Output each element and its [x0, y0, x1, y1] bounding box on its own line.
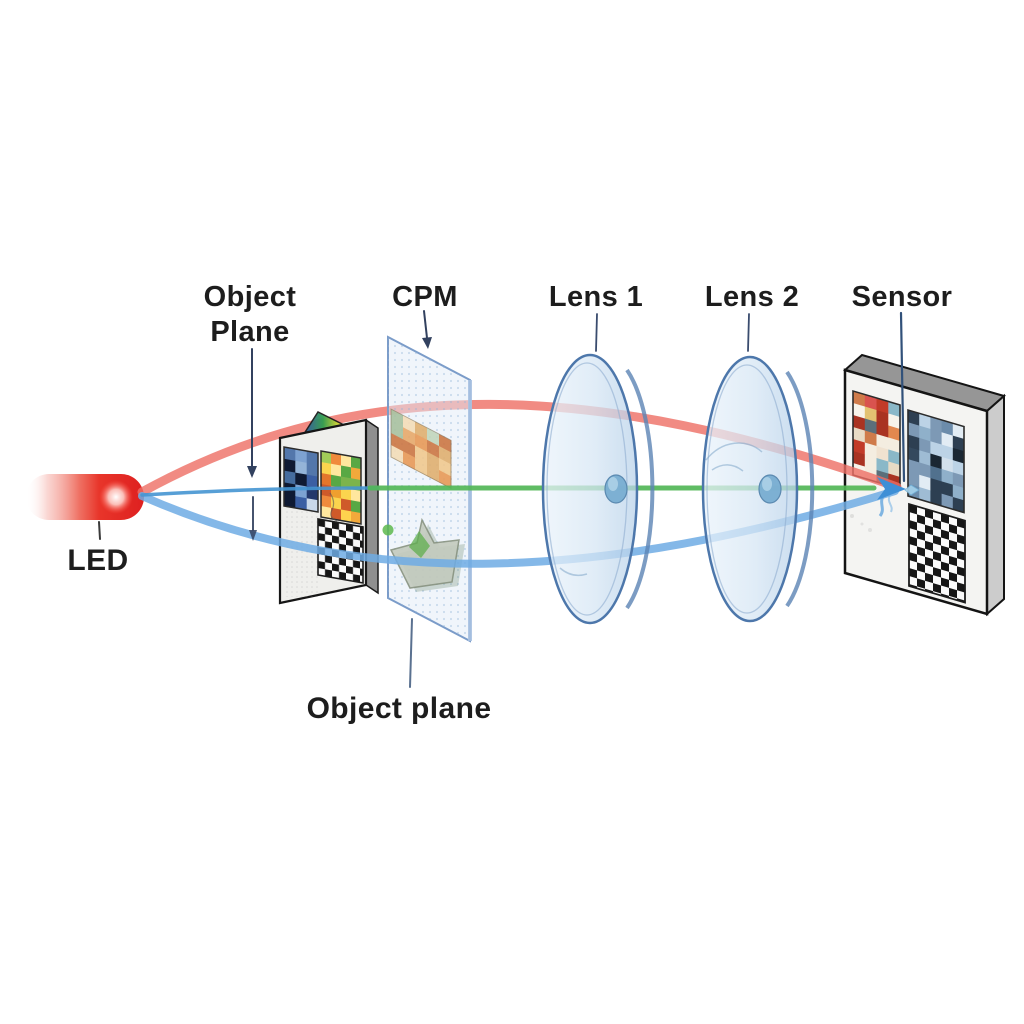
- lens-2-reflection: [705, 442, 763, 472]
- pointer-line-lens-1: [595, 313, 598, 352]
- label-cpm: CPM: [392, 281, 458, 313]
- speckle: [841, 506, 845, 510]
- sensor-image-warm-mosaic: [852, 389, 901, 490]
- focus-diamond-icon: [904, 484, 920, 496]
- arrowhead-down-icon: [247, 466, 257, 478]
- lens-1-right-rim: [625, 368, 655, 610]
- ray-blue-middle: [140, 486, 380, 497]
- lens-2-right-rim: [785, 370, 815, 608]
- label-object-plane-bottom: Object plane: [307, 692, 492, 725]
- lens-1-node-highlight: [608, 477, 618, 491]
- convergence-arrow-icon: [877, 477, 906, 500]
- sensor-image-blue-mosaic: [907, 408, 965, 514]
- sensor-image-checkerboard: [908, 502, 966, 604]
- object-image-blue-mosaic: [283, 446, 319, 513]
- pointers: [98, 310, 906, 688]
- label-lens-1: Lens 1: [549, 281, 643, 313]
- arrowhead-down-icon: [422, 337, 432, 349]
- cpm-star-icon: [382, 517, 465, 592]
- pointer-line-object-plane-bottom: [409, 618, 413, 688]
- label-object-plane-line1: Object: [204, 281, 297, 313]
- lens-2-inner-rim: [706, 364, 788, 614]
- label-lens-2: Lens 2: [705, 281, 799, 313]
- pointer-line-sensor: [899, 311, 906, 483]
- label-sensor: Sensor: [852, 281, 953, 313]
- sensor-panel: [842, 353, 1007, 617]
- speckle: [860, 522, 864, 526]
- sensor-side-face: [986, 393, 1005, 617]
- arrowhead-down-icon: [249, 530, 257, 541]
- speckle: [868, 528, 872, 532]
- label-led: LED: [67, 544, 128, 577]
- lens-2-body: [701, 355, 799, 623]
- lens-2-node-highlight: [762, 477, 772, 491]
- pointer-arrow-cpm: [423, 310, 428, 339]
- lens-1-body: [541, 353, 639, 625]
- blue-ribbon-icon: [887, 494, 893, 513]
- led-glow-icon: [99, 480, 133, 514]
- object-side-face: [365, 418, 379, 595]
- object-scribble: [329, 492, 338, 522]
- object-plane-object: [278, 411, 379, 605]
- label-object-plane-line2: Plane: [210, 316, 289, 348]
- lens-1-reflection: [559, 567, 588, 577]
- lens-1-shape: [541, 353, 655, 625]
- pointer-tick-led: [98, 521, 101, 540]
- speckle: [850, 514, 854, 518]
- cpm-image-warm-mosaic: [390, 408, 452, 489]
- led-glyph: [26, 474, 144, 520]
- pointer-line-lens-2: [747, 313, 750, 352]
- convergence-point: [841, 477, 920, 532]
- lens-2-shape: [701, 355, 815, 623]
